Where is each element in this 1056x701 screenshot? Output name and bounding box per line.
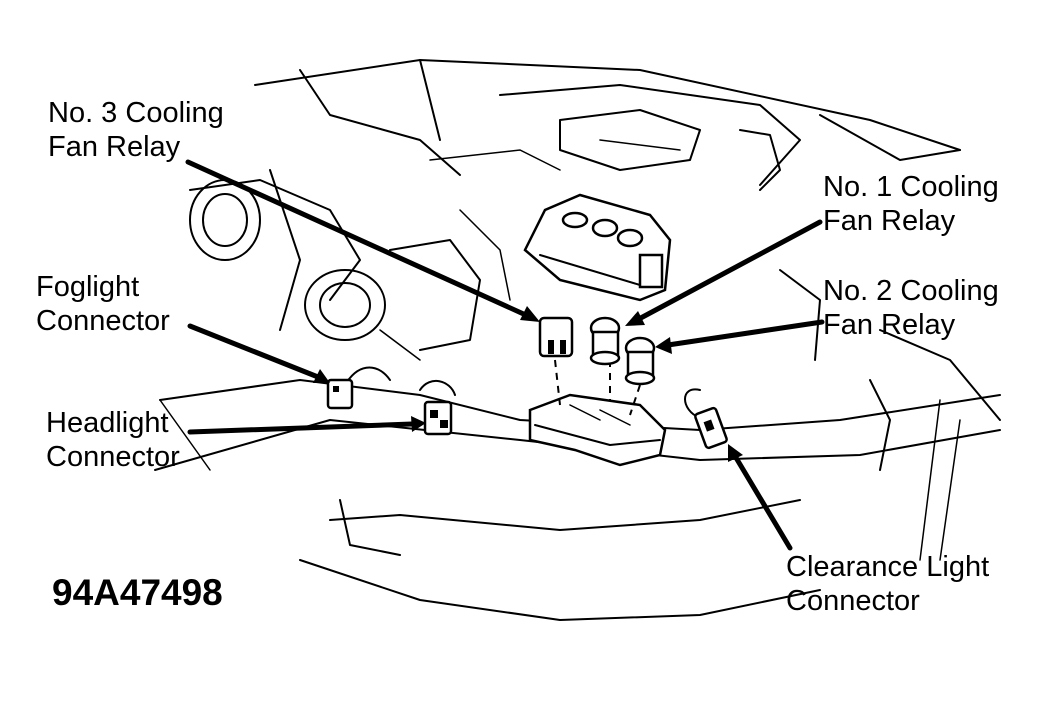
clearance-label-line1: Clearance Light [786, 551, 990, 583]
install-guide-lines [554, 359, 641, 416]
foglight-label-line2: Connector [36, 305, 170, 337]
hood-outline [254, 59, 961, 191]
engine-components [189, 169, 511, 361]
no2-cooling-fan-relay [624, 336, 656, 386]
arrowhead-headlight [411, 416, 426, 432]
no2-relay-label-line1: No. 2 Cooling [823, 275, 999, 307]
no1-relay-label-line1: No. 1 Cooling [823, 171, 999, 203]
clearance-label: Clearance Light Connector [786, 550, 989, 618]
foglight-label-line1: Foglight [36, 271, 140, 303]
leader-clearance [732, 453, 793, 551]
arrowhead-no1-relay [625, 311, 645, 326]
no3-relay-label: No. 3 Cooling Fan Relay [48, 96, 224, 164]
leader-no1-relay [634, 219, 823, 323]
no3-relay-label-line1: No. 3 Cooling [48, 97, 224, 129]
arrowhead-clearance [728, 444, 743, 462]
foglight-label: Foglight Connector [36, 270, 170, 338]
junction-block [528, 393, 667, 467]
relay-box-cover [523, 193, 672, 302]
leader-no2-relay [665, 319, 825, 348]
no3-relay-label-line2: Fan Relay [48, 131, 181, 163]
leader-headlight [187, 421, 415, 435]
arrowhead-foglight [313, 369, 330, 383]
clearance-light-connector [684, 388, 728, 450]
no1-cooling-fan-relay [589, 316, 621, 366]
figure-code: 94A47498 [52, 572, 223, 613]
no1-relay-label-line2: Fan Relay [823, 205, 956, 237]
headlight-connector [419, 380, 456, 436]
no2-relay-label-line2: Fan Relay [823, 309, 956, 341]
leader-no3-relay [185, 159, 531, 319]
foglight-connector [326, 366, 391, 410]
arrowhead-no2-relay [655, 337, 672, 354]
leader-lines [185, 159, 825, 551]
headlight-label-line2: Connector [46, 441, 180, 473]
leader-foglight [187, 323, 321, 380]
arrowhead-no3-relay [520, 306, 540, 322]
headlight-label-line1: Headlight [46, 407, 169, 439]
no1-relay-label: No. 1 Cooling Fan Relay [823, 170, 999, 238]
no2-relay-label: No. 2 Cooling Fan Relay [823, 274, 999, 342]
no3-cooling-fan-relay [538, 316, 574, 358]
clearance-label-line2: Connector [786, 585, 920, 617]
headlight-label: Headlight Connector [46, 406, 180, 474]
